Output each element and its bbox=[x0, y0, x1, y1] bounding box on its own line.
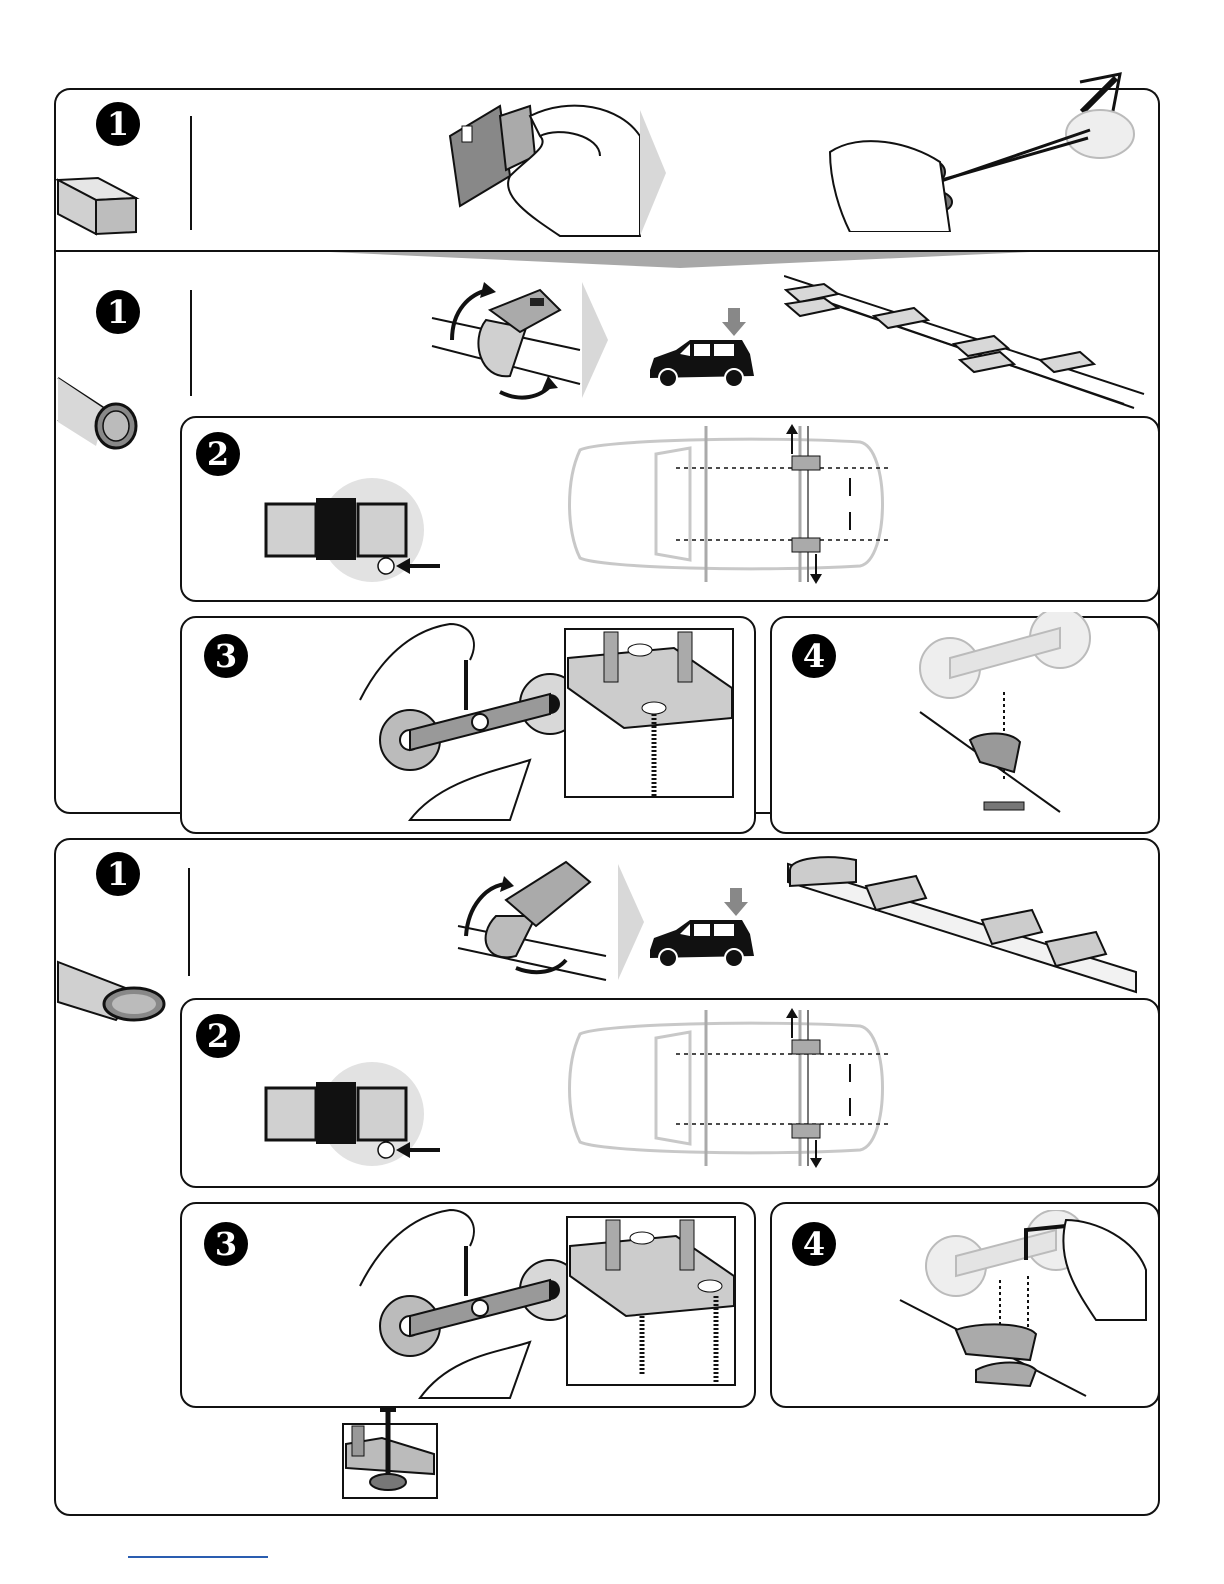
hand-peel-illustration bbox=[440, 96, 650, 246]
clamp-detail-inset bbox=[564, 628, 734, 798]
divider bbox=[190, 290, 192, 396]
step-chevron bbox=[638, 108, 668, 238]
scissors-icon bbox=[820, 72, 1140, 232]
step-chevron bbox=[616, 862, 646, 982]
strap-wrap-illustration-oval bbox=[456, 856, 616, 986]
step-number-oval-4: 4 bbox=[792, 1222, 836, 1266]
roof-rack-icon-oval bbox=[786, 852, 1156, 1002]
wheel-lock-illustration bbox=[262, 474, 452, 584]
clamp-detail-inset bbox=[566, 1216, 736, 1386]
step-number-round-1: 1 bbox=[96, 290, 140, 334]
square-bar-icon bbox=[56, 170, 146, 240]
step-chevron bbox=[580, 280, 610, 400]
crossbar-clamp-illustration bbox=[350, 1206, 580, 1402]
step-number-round-3: 3 bbox=[204, 634, 248, 678]
wheel-lock-illustration bbox=[262, 1058, 452, 1168]
roof-rack-icon bbox=[784, 274, 1154, 414]
step-number-oval-1: 1 bbox=[96, 852, 140, 896]
step-number-round-2: 2 bbox=[196, 432, 240, 476]
divider bbox=[190, 116, 192, 230]
step-number-square-1: 1 bbox=[96, 102, 140, 146]
footer-link-underline[interactable] bbox=[128, 1556, 268, 1558]
section-transition-wedge bbox=[330, 250, 1030, 270]
step-number-oval-3: 3 bbox=[204, 1222, 248, 1266]
car-icon bbox=[646, 886, 756, 976]
step-number-round-4: 4 bbox=[792, 634, 836, 678]
step-number-oval-2: 2 bbox=[196, 1014, 240, 1058]
mount-bolt-illustration bbox=[910, 612, 1110, 822]
strap-wrap-illustration bbox=[430, 280, 590, 410]
car-top-view bbox=[560, 420, 900, 590]
crossbar-clamp-illustration bbox=[350, 620, 580, 830]
hex-key-mount-illustration bbox=[896, 1210, 1156, 1400]
car-top-view bbox=[560, 1004, 900, 1174]
bolt-detail-inset bbox=[342, 1404, 438, 1500]
divider bbox=[188, 868, 190, 976]
oval-bar-icon bbox=[56, 958, 166, 1028]
car-icon bbox=[646, 306, 756, 396]
round-bar-icon bbox=[56, 376, 146, 456]
